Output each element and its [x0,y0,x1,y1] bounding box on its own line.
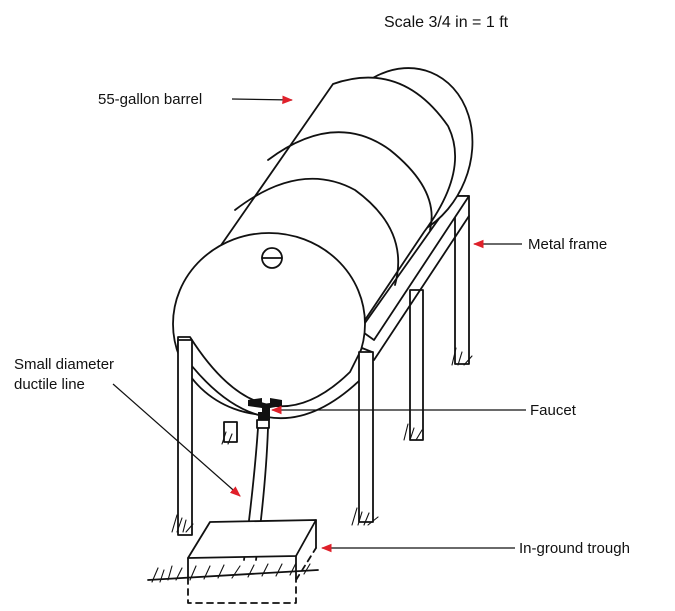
barrel [172,67,474,416]
barrel-hoop-2 [234,177,400,286]
faucet [248,398,282,429]
grass-icon [151,562,311,583]
leader-barrel [231,95,294,105]
grass-icon [171,514,194,533]
frame-back-leg-right [454,195,470,365]
label-ductile-line-2: ductile line [14,376,85,393]
metal-frame-front [177,336,374,536]
grass-icon [351,507,379,526]
leader-ductile-line [112,383,241,497]
label-trough: In-ground trough [519,540,630,557]
grass-icon [451,347,473,366]
frame-cradle [177,336,373,420]
grass-icon [221,431,233,445]
label-ductile-line-1: Small diameter [14,356,114,373]
barrel-hoop-1 [267,131,433,231]
trough-buried-outline [187,547,317,604]
frame-middle-leg [409,289,424,441]
trough [147,519,319,604]
label-metal-frame: Metal frame [528,236,607,253]
frame-back-leg-left [223,421,238,443]
frame-rail-lower [373,215,470,361]
trough-top [187,519,317,559]
faucet-spout [258,412,270,420]
scale-note: Scale 3/4 in = 1 ft [384,14,509,31]
grass-tufts [151,347,473,583]
grass-icon [403,423,423,441]
frame-front-leg-right [358,351,374,523]
ground-line [147,569,319,581]
hose-coupling [256,419,270,429]
frame-front-leg-left [177,339,193,536]
faucet-handle-icon [248,398,282,414]
trough-sides [187,519,317,579]
leader-lines [112,95,526,553]
metal-frame [223,195,470,443]
label-faucet: Faucet [530,402,577,419]
label-barrel: 55-gallon barrel [98,91,202,108]
frame-top-rail [359,195,470,341]
